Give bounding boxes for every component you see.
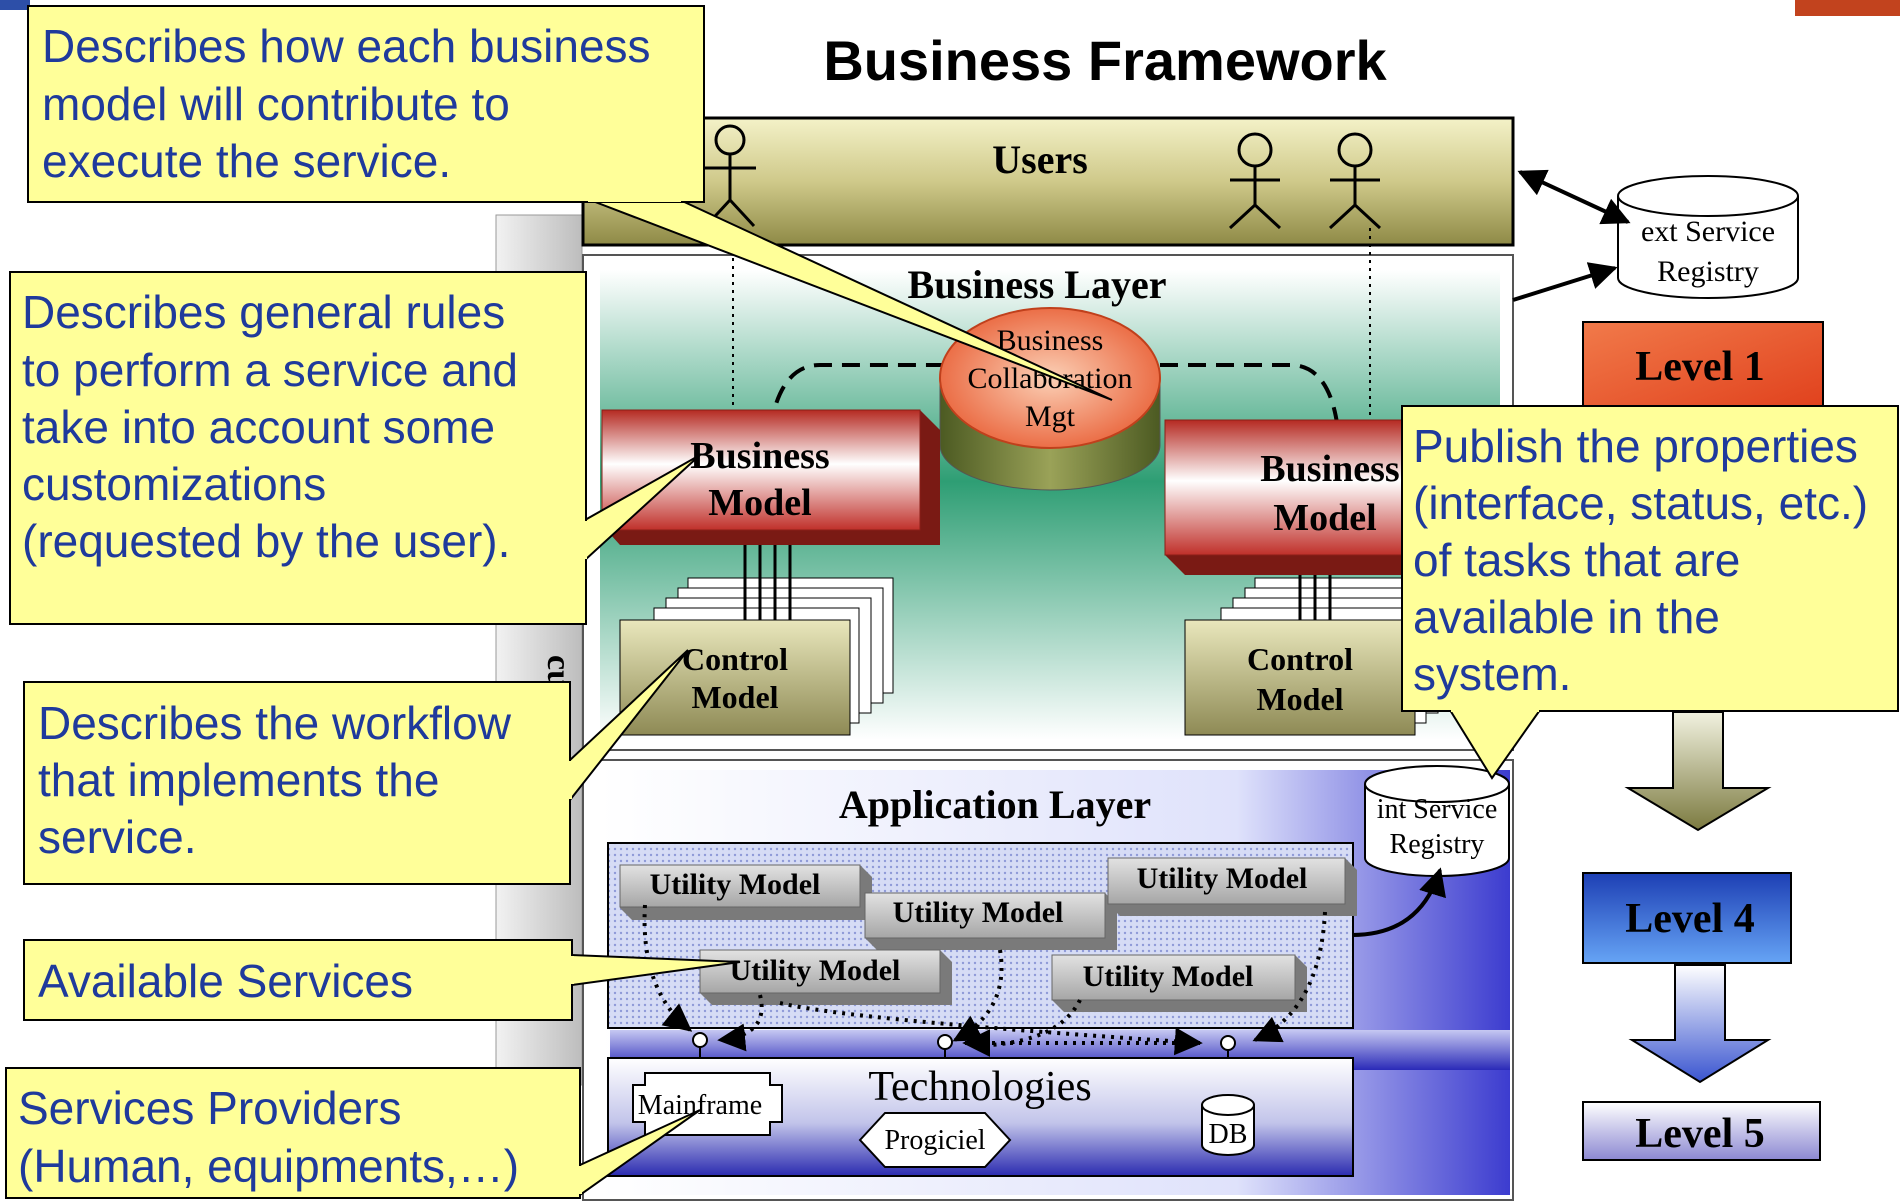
business-model-label: Model [708,482,811,524]
level-1-box [1582,321,1824,413]
collab-mgt-line: Business [997,324,1104,357]
callout-publish-text: Publish the properties (interface, statu… [1413,420,1881,700]
db-cylinder-icon [1201,1094,1255,1156]
callout-providers [5,1067,701,1199]
business-model-label: Model [1273,497,1376,539]
callout-available-text: Available Services [38,955,413,1007]
down-arrow-icon [1624,711,1772,832]
callout-available [23,939,741,1021]
db-label: DB [1209,1119,1248,1150]
utility-flow-lines [642,904,1327,1057]
mainframe-label: Mainframe [638,1090,762,1121]
control-model-stack-right [1184,577,1461,736]
business-model-beam-left [601,409,940,545]
control-model-label: Control [1247,641,1353,677]
user-figure-icon [704,124,756,228]
ext-registry-label: ext Service [1641,215,1775,248]
ext-registry-arrow [1517,169,1631,225]
level-5-box [1582,1101,1821,1161]
business-layer-label: Business Layer [908,262,1167,307]
control-model-label: Model [691,679,778,715]
level-5-label: Level 5 [1635,1111,1764,1157]
down-arrow-icon [1628,964,1772,1084]
callout-providers-text: Services Providers (Human, equipments,…) [18,1082,519,1192]
user-figure-icon [1328,132,1382,230]
int-service-registry-cylinder [1364,765,1510,877]
application-layer-label: Application Layer [839,782,1151,827]
technologies-label: Technologies [868,1064,1091,1110]
utility-model-label: Utility Model [1137,862,1308,895]
mainframe-shape [632,1072,783,1136]
callout-workflow-text: Describes the workflow that implements t… [38,697,524,863]
corner-logo-fragment [0,0,30,10]
int-registry-label: Registry [1390,829,1485,860]
int-registry-label: int Service [1377,794,1498,825]
collab-link-right [1160,363,1340,431]
control-model-label: Model [1256,681,1343,717]
utility-model-label: Utility Model [730,954,901,987]
callout-workflow [23,649,689,885]
callout-contribute [27,5,1113,401]
user-figure-icon [1228,132,1282,230]
control-model-label: Control [682,641,788,677]
collaboration-mgt-cylinder [939,307,1161,491]
utility-model-box [619,864,872,920]
utility-model-label: Utility Model [650,868,821,901]
model-connector [743,545,792,620]
callout-general-rules [9,271,701,625]
level-1-label: Level 1 [1635,344,1764,390]
int-registry-arrow [1351,867,1446,937]
users-label: Users [992,137,1088,182]
ext-registry-arrow [1512,262,1618,302]
callout-contribute-text: Describes how each business model will c… [42,20,663,187]
level-4-box [1582,872,1792,964]
utility-model-label: Utility Model [1083,960,1254,993]
level-4-label: Level 4 [1625,896,1754,942]
callout-publish [1401,405,1899,780]
corner-tab [1795,0,1900,16]
utility-model-box [699,949,952,1005]
collab-mgt-line: Mgt [1025,400,1076,433]
ext-service-registry-cylinder [1617,175,1799,299]
utility-model-box [1107,857,1357,916]
collab-mgt-line: Collaboration [968,362,1133,395]
page-title: Business Framework [823,29,1387,92]
business-model-label: Business [1260,448,1399,490]
utility-model-label: Utility Model [893,896,1064,929]
utility-model-box [1051,954,1307,1012]
utility-model-box [864,892,1117,950]
ext-registry-label: Registry [1657,255,1759,288]
progiciel-label: Progiciel [884,1125,985,1156]
callout-general-rules-text: Describes general rules to perform a ser… [22,286,531,567]
progiciel-shape [858,1112,1012,1168]
business-model-label: Business [690,435,829,477]
